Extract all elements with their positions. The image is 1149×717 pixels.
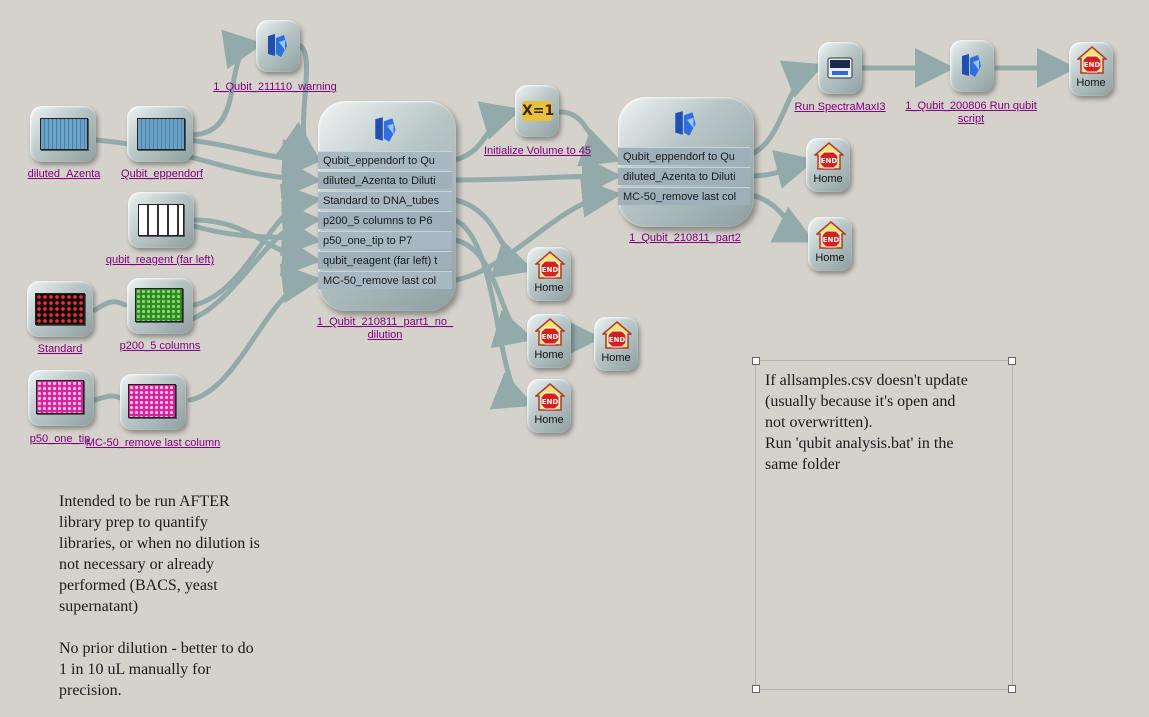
tip-box-green-icon [135, 288, 183, 322]
labware-standard[interactable] [27, 281, 97, 341]
step-row[interactable]: MC-50_remove last col [618, 187, 750, 205]
labware-diluted-azenta[interactable] [30, 106, 100, 166]
end-home-icon: END [814, 142, 844, 170]
home-node[interactable]: END Home [527, 247, 575, 305]
biomek-icon [375, 117, 396, 142]
end-home-icon: END [1077, 46, 1107, 74]
home-node[interactable]: END Home [1069, 42, 1117, 100]
tube-rack-icon [138, 204, 184, 236]
plate-blue-icon [40, 118, 88, 150]
labware-label[interactable]: MC-50_remove last column [85, 437, 221, 449]
home-label: Home [534, 282, 564, 294]
step-row[interactable]: Qubit_eppendorf to Qu [318, 151, 452, 169]
resize-handle[interactable] [752, 685, 760, 693]
node-label[interactable]: 1_Qubit_210811_part1_no_ dilution [316, 316, 454, 341]
end-home-icon: END [602, 321, 632, 349]
node-label[interactable]: 1_Qubit_211110_warning [213, 81, 337, 93]
labware-p200[interactable] [127, 278, 197, 338]
step-row[interactable]: Standard to DNA_tubes [318, 191, 452, 209]
warning-node[interactable] [256, 20, 304, 76]
spectramax-node[interactable] [818, 42, 866, 98]
end-home-icon: END [816, 221, 846, 249]
labware-label[interactable]: qubit_reagent (far left) [105, 254, 215, 266]
labware-p50[interactable] [28, 370, 98, 430]
labware-label[interactable]: p200_5 columns [119, 340, 201, 352]
svg-text:END: END [821, 157, 838, 165]
home-node[interactable]: END Home [808, 217, 856, 275]
end-home-icon: END [535, 383, 565, 411]
home-node[interactable]: END Home [806, 138, 854, 196]
biomek-icon [962, 54, 981, 77]
home-node[interactable]: END Home [527, 379, 575, 437]
node-label[interactable]: Initialize Volume to 45 [483, 145, 591, 157]
home-node[interactable]: END Home [594, 317, 642, 375]
right-note-box[interactable] [755, 360, 1013, 690]
end-home-icon: END [535, 318, 565, 346]
home-label: Home [1076, 77, 1106, 89]
labware-qubit-reagent[interactable] [128, 192, 198, 252]
biomek-icon [675, 111, 696, 136]
svg-text:END: END [823, 236, 840, 244]
step-row[interactable]: p50_one_tip to P7 [318, 231, 452, 249]
step-row[interactable]: diluted_Azenta to Diluti [318, 171, 452, 189]
resize-handle[interactable] [1008, 685, 1016, 693]
right-note: If allsamples.csv doesn't update (usuall… [765, 372, 968, 473]
initialize-volume-node[interactable]: X=1 [515, 85, 563, 141]
resize-handle[interactable] [1008, 357, 1016, 365]
step-row[interactable]: qubit_reagent (far left) t [318, 251, 452, 269]
svg-text:END: END [609, 336, 626, 344]
labware-label[interactable]: p50_one_tip [29, 433, 91, 445]
home-label: Home [815, 252, 845, 264]
tip-box-pink-icon [128, 384, 176, 418]
step-row[interactable]: p200_5 columns to P6 [318, 211, 452, 229]
svg-text:END: END [542, 333, 559, 341]
plate-reader-icon [827, 57, 853, 79]
step-row[interactable]: diluted_Azenta to Diluti [618, 167, 750, 185]
home-label: Home [813, 173, 843, 185]
home-label: Home [601, 352, 631, 364]
labware-label[interactable]: diluted_Azenta [27, 168, 101, 180]
step-row[interactable]: MC-50_remove last col [318, 271, 452, 289]
end-home-icon: END [535, 251, 565, 279]
plate-red-icon [35, 293, 85, 325]
left-note: Intended to be run AFTER library prep to… [59, 493, 260, 699]
step-row[interactable]: Qubit_eppendorf to Qu [618, 147, 750, 165]
svg-text:END: END [542, 398, 559, 406]
variable-icon: X=1 [522, 101, 555, 121]
run-qubit-node[interactable] [950, 40, 998, 96]
labware-qubit-eppendorf[interactable] [127, 106, 197, 166]
plate-blue-icon [137, 118, 185, 150]
labware-label[interactable]: Qubit_eppendorf [121, 168, 203, 180]
node-label[interactable]: Run SpectraMaxI3 [794, 101, 886, 113]
biomek-icon [268, 34, 287, 57]
home-node[interactable]: END Home [527, 314, 575, 372]
node-label[interactable]: 1_Qubit_200806 Run qubit script [905, 100, 1037, 125]
resize-handle[interactable] [752, 357, 760, 365]
home-label: Home [534, 414, 564, 426]
home-label: Home [534, 349, 564, 361]
labware-mc50[interactable] [120, 374, 190, 434]
tip-box-pink-icon [36, 380, 84, 414]
labware-label[interactable]: Standard [37, 343, 83, 355]
node-label[interactable]: 1_Qubit_210811_part2 [629, 232, 741, 244]
svg-text:END: END [1084, 61, 1101, 69]
svg-text:END: END [542, 266, 559, 274]
